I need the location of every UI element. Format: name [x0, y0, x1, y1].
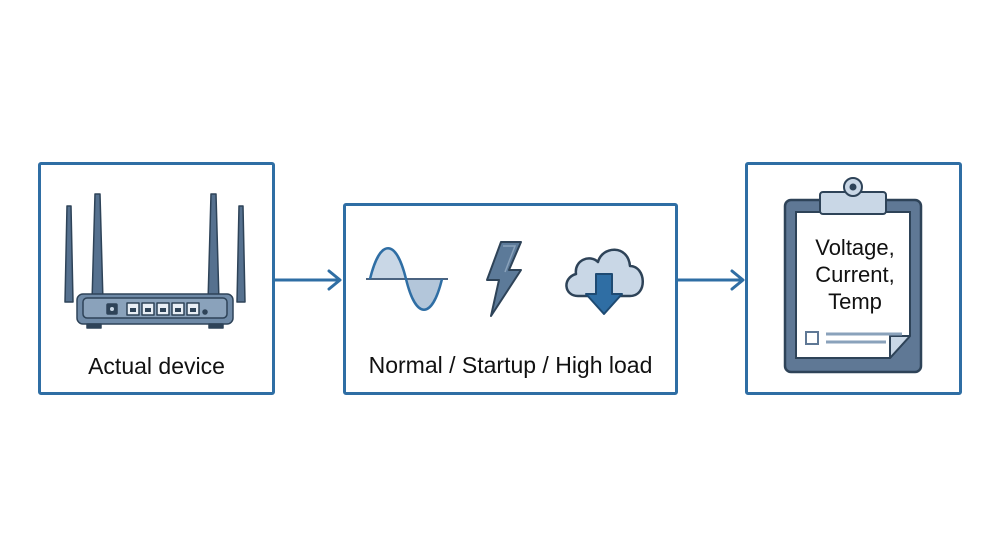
device-step-label: Actual device — [88, 353, 225, 379]
flow-arrow-2 — [678, 269, 745, 291]
report-metric-voltage: Voltage, — [815, 235, 895, 260]
router-icon — [64, 193, 246, 329]
conditions-step-label: Normal / Startup / High load — [368, 352, 653, 378]
report-metric-temp: Temp — [828, 289, 882, 314]
flow-arrow-1 — [275, 269, 342, 291]
lightning-bolt-icon — [486, 241, 522, 317]
sine-wave-icon — [366, 247, 448, 311]
report-metric-current: Current, — [815, 262, 895, 287]
device-step-box: Actual device — [38, 162, 275, 395]
cloud-download-icon — [565, 248, 644, 315]
conditions-step-box: Normal / Startup / High load — [343, 203, 678, 395]
clipboard-icon — [783, 177, 923, 374]
